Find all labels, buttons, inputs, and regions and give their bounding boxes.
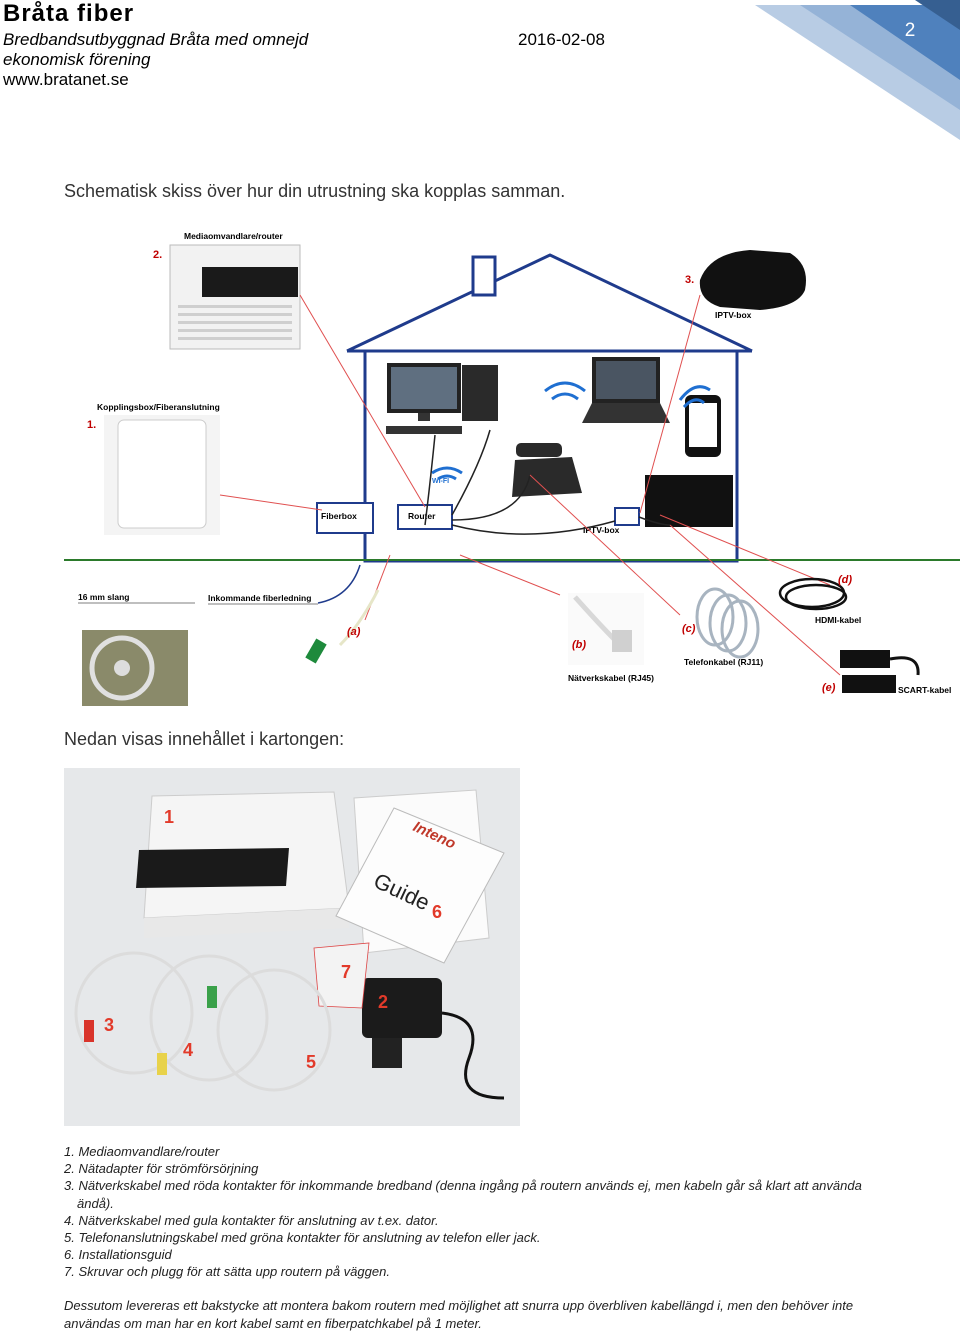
router-box-label: Router <box>408 511 436 521</box>
hose-label: 16 mm slang <box>78 592 130 602</box>
photo-label-4: 4 <box>183 1040 193 1060</box>
photo-green-connector <box>207 986 217 1008</box>
router-number-label: 2. <box>153 249 162 261</box>
photo-red-connector <box>84 1020 94 1042</box>
hdmi-cable-label: HDMI-kabel <box>815 615 861 625</box>
fiber-patch-cable-image <box>305 589 380 664</box>
photo-label-2: 2 <box>378 992 388 1012</box>
scart-cable-image <box>840 650 920 693</box>
photo-label-7: 7 <box>341 962 351 982</box>
smartphone-image <box>685 395 721 457</box>
contents-list: 1. Mediaomvandlare/router 2. Nätadapter … <box>64 1143 884 1281</box>
photo-label-5: 5 <box>306 1052 316 1072</box>
iptv-small-box <box>614 507 640 526</box>
hdmi-cable-image <box>778 577 848 611</box>
telephone-image <box>512 443 582 497</box>
photo-power-adapter <box>362 978 505 1100</box>
wifi-label: WI-FI <box>432 478 449 485</box>
cable-reel-image <box>82 630 188 706</box>
list-item: 4. Nätverkskabel med gula kontakter för … <box>64 1212 439 1228</box>
org-subtitle-line2: ekonomisk förening <box>3 50 151 69</box>
cable-a-label: (a) <box>347 626 361 638</box>
scart-cable-label: SCART-kabel <box>898 685 951 695</box>
connection-schematic: Mediaomvandlare/router 2. 3. IPTV-box Ko… <box>64 231 960 706</box>
photo-network-cables <box>74 951 332 1092</box>
website-link[interactable]: www.bratanet.se <box>3 70 129 89</box>
org-name: Bråta fiber <box>3 0 135 27</box>
network-cable-image <box>568 593 644 665</box>
footer-note: Dessutom levereras ett bakstycke att mon… <box>64 1298 854 1331</box>
desktop-computer-image <box>386 363 498 434</box>
photo-router <box>136 791 350 938</box>
photo-installation-guide: Inteno Guide <box>335 807 505 964</box>
tv-image <box>645 475 733 527</box>
iptv-number-label: 3. <box>685 274 694 286</box>
router-title-label: Mediaomvandlare/router <box>184 231 283 241</box>
iptv-title-label: IPTV-box <box>715 310 752 320</box>
iptv-box-image <box>699 250 806 310</box>
list-item: 7. Skruvar och plugg för att sätta upp r… <box>64 1264 390 1280</box>
fiberbox-number-label: 1. <box>87 419 96 431</box>
wifi-icon <box>431 381 711 481</box>
contents-heading: Nedan visas innehållet i kartongen: <box>64 729 345 749</box>
list-item: 6. Installationsguid <box>64 1247 172 1263</box>
photo-screws-bag <box>313 942 370 1009</box>
list-item: 1. Mediaomvandlare/router <box>64 1144 220 1159</box>
internal-cables <box>424 429 671 535</box>
list-item: 2. Nätadapter för strömförsörjning <box>64 1161 259 1177</box>
incoming-fiber-label: Inkommande fiberledning <box>208 593 311 603</box>
fiberbox-title-label: Kopplingsbox/Fiberanslutning <box>97 402 220 412</box>
photo-yellow-connector <box>157 1053 167 1075</box>
cable-b-label: (b) <box>572 639 586 651</box>
document-date: 2016-02-08 <box>518 30 605 49</box>
iptv-box-label: IPTV-box <box>583 525 620 535</box>
page-number: 2 <box>904 20 916 41</box>
red-leader-lines <box>219 294 841 676</box>
list-item: 5. Telefonanslutningskabel med gröna kon… <box>64 1230 541 1246</box>
phone-cable-image <box>695 587 760 659</box>
cable-e-label: (e) <box>822 682 836 694</box>
fiberbox-box-label: Fiberbox <box>321 511 357 521</box>
schematic-heading: Schematisk skiss över hur din utrustning… <box>64 181 566 201</box>
box-contents-photo: Inteno Guide 1 2 3 4 5 6 7 <box>64 768 520 1126</box>
cable-c-label: (c) <box>682 623 696 635</box>
fiberbox-box <box>316 502 374 534</box>
org-subtitle-line1: Bredbandsutbyggnad Bråta med omnejd <box>3 30 309 49</box>
laptop-image <box>582 357 670 423</box>
list-item: 3. Nätverkskabel med röda kontakter för … <box>64 1178 862 1211</box>
network-cable-label: Nätverkskabel (RJ45) <box>568 673 654 683</box>
photo-label-3: 3 <box>104 1015 114 1035</box>
router-device-image <box>169 244 301 350</box>
cable-d-label: (d) <box>838 574 852 586</box>
phone-cable-label: Telefonkabel (RJ11) <box>684 657 763 667</box>
photo-label-1: 1 <box>164 807 174 827</box>
header-corner-decoration <box>755 0 960 140</box>
photo-label-6: 6 <box>432 902 442 922</box>
